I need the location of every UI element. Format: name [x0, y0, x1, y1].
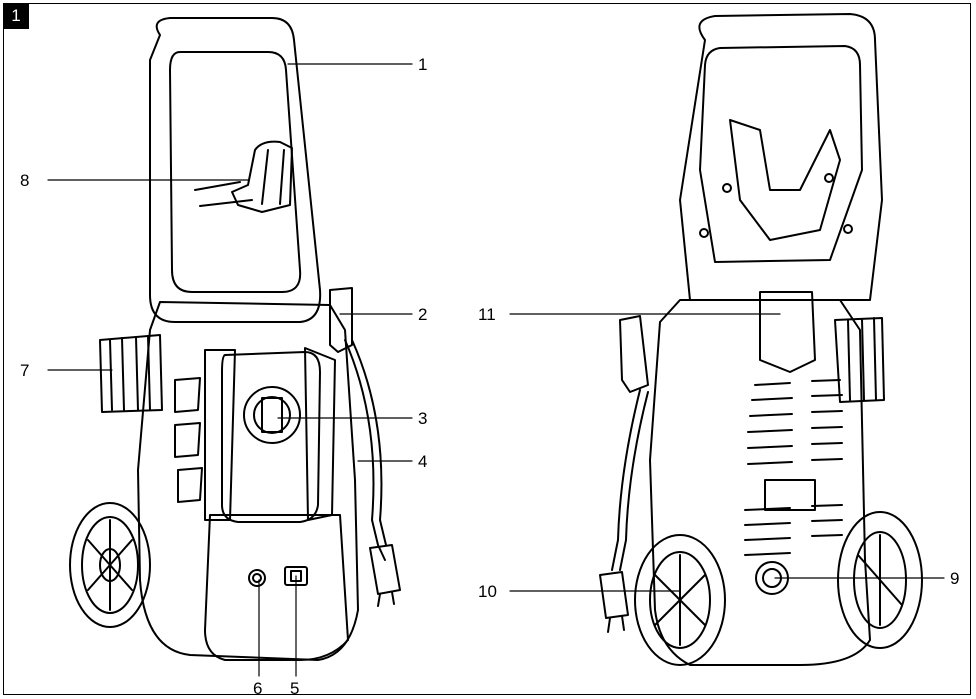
back-view-washer: [599, 13, 923, 666]
front-body-shell: [137, 301, 359, 661]
front-power-cable: [344, 339, 386, 561]
callout-4: 4: [418, 452, 428, 471]
leader-lines: [47, 63, 945, 677]
callout-10: 10: [478, 582, 497, 601]
back-body-shell: [649, 299, 871, 666]
back-lance: [619, 315, 649, 393]
back-wheel-left: [634, 534, 726, 666]
front-handle-opening: [169, 51, 302, 293]
back-power-cable: [611, 389, 649, 571]
front-lance-holder: [329, 287, 353, 353]
callout-9: 9: [950, 569, 960, 588]
front-handle: [149, 17, 322, 323]
back-hose-holder: [759, 291, 816, 373]
callout-8: 8: [20, 171, 30, 190]
callout-3: 3: [418, 409, 428, 428]
figure-number-badge: 1: [3, 3, 29, 29]
back-wheel-right: [837, 511, 923, 649]
figure-frame: [3, 3, 971, 695]
front-plug: [369, 544, 401, 595]
callout-11: 11: [478, 305, 496, 324]
callout-5: 5: [290, 679, 300, 698]
callout-2: 2: [418, 305, 428, 324]
front-accessory-holder: [231, 140, 293, 213]
back-handle: [679, 13, 883, 301]
callout-7: 7: [20, 361, 30, 380]
callout-6: 6: [253, 679, 263, 698]
front-pressure-knob: [243, 386, 301, 444]
callout-1: 1: [418, 55, 428, 74]
front-power-outlet: [248, 569, 266, 587]
front-view-washer: [69, 17, 401, 661]
front-side-accessory: [99, 334, 163, 413]
front-wheel: [69, 502, 151, 628]
front-control-panel: [221, 351, 321, 523]
